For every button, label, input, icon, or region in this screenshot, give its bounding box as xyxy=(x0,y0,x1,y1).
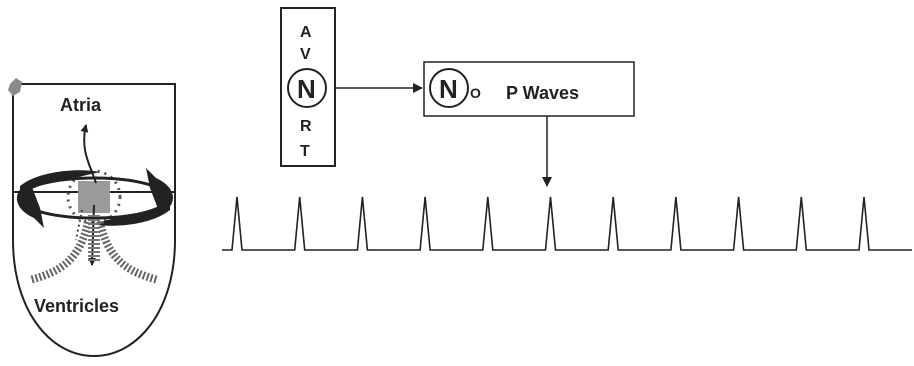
ventricles-label: Ventricles xyxy=(34,296,119,316)
avnrt-letter-r: R xyxy=(300,118,312,135)
no-p-waves-text: P Waves xyxy=(506,83,579,103)
avnrt-node-circle xyxy=(287,68,327,108)
ecg-trace xyxy=(222,196,912,251)
no-p-waves-box: N O P Waves xyxy=(423,61,635,117)
avnrt-letter-v: V xyxy=(300,46,311,63)
avnrt-box: A V N R T xyxy=(280,7,336,167)
conduction-fibers-right xyxy=(96,221,160,284)
heart-schematic: Atria Ventricles xyxy=(8,78,176,358)
sinus-node-mark xyxy=(8,78,22,96)
reentry-dotted-ring xyxy=(66,169,122,225)
atria-label: Atria xyxy=(60,95,102,115)
ventricles-chamber xyxy=(12,192,176,358)
no-p-waves-letter-o: O xyxy=(470,85,481,101)
avnrt-letter-a: A xyxy=(300,24,312,41)
atria-activation-arrow xyxy=(80,124,97,184)
reentry-arrow-right xyxy=(146,168,174,214)
reentry-arrow-left xyxy=(16,182,44,228)
avnrt-box-frame xyxy=(280,7,336,167)
ventricle-activation-arrow-2 xyxy=(75,209,83,241)
no-p-waves-circle xyxy=(429,68,469,108)
avnrt-letter-t: T xyxy=(300,143,310,160)
no-p-waves-frame xyxy=(423,61,635,117)
no-p-waves-letter-n: N xyxy=(439,74,458,104)
conduction-fibers-left xyxy=(28,221,92,284)
reentry-arrow-bottom-right xyxy=(90,200,170,226)
reentry-arrow-top-left xyxy=(20,170,100,196)
avnrt-letter-n: N xyxy=(297,74,316,104)
